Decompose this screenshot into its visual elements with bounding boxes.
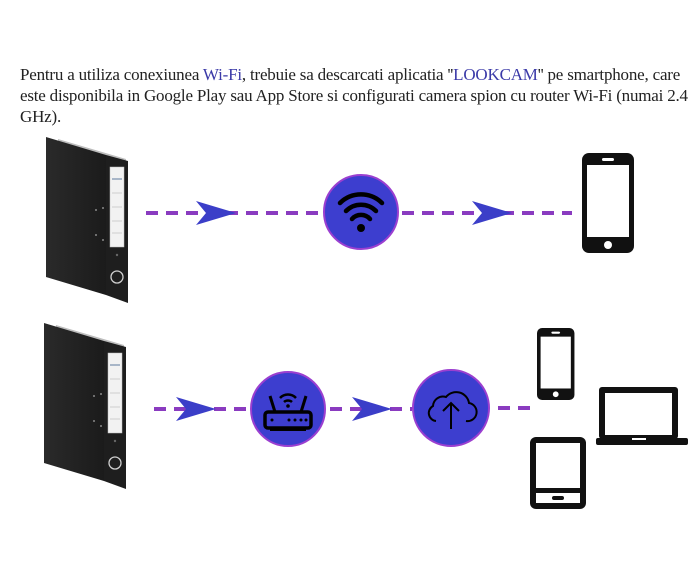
- cloud-upload-icon: [427, 391, 478, 429]
- cloud-hub: [412, 369, 490, 447]
- arrow-icon: [352, 397, 392, 421]
- arrow-icon: [472, 201, 512, 225]
- laptop-icon: [596, 387, 688, 445]
- wifi-highlight: Wi-Fi: [202, 65, 242, 84]
- intro-text: Pentru a utiliza conexiunea Wi-Fi, trebu…: [20, 64, 690, 127]
- wifi-hub: [323, 174, 399, 250]
- smartphone-icon: [537, 328, 575, 400]
- intro-part-2: , trebuie sa descarcati aplicatia '': [241, 65, 454, 84]
- app-name-highlight: LOOKCAM: [453, 65, 538, 84]
- wifi-icon: [337, 192, 385, 222]
- router-hub: [250, 371, 326, 447]
- intro-part-3: '' pe smartphone, care este disponibila …: [20, 65, 688, 126]
- router-icon: [263, 393, 313, 431]
- row-2: [43, 322, 688, 509]
- arrow-icon: [176, 397, 216, 421]
- intro-part-1: Pentru a utiliza conexiunea: [20, 65, 203, 84]
- arrow-icon: [196, 201, 236, 225]
- row-1: [45, 136, 634, 304]
- binder-camera-2: [43, 322, 127, 490]
- smartphone-icon: [582, 153, 634, 253]
- tablet-icon: [530, 437, 586, 509]
- binder-camera-1: [45, 136, 129, 304]
